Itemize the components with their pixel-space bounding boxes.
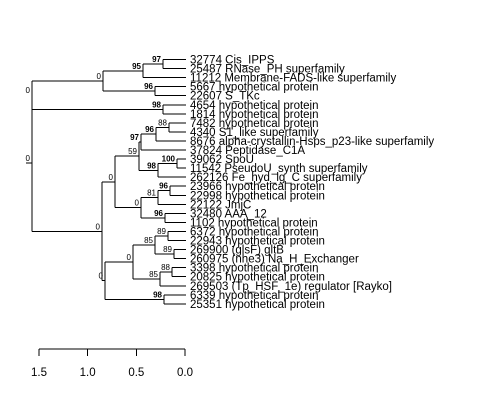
bootstrap-label: 96 [154, 209, 163, 218]
tree-branches [26, 59, 186, 305]
leaf-label: 37824 Peptidase_C1A [190, 145, 305, 157]
bootstrap-label: 0 [109, 173, 114, 182]
leaf-label: 11212 Membrane-FADS-like superfamily [190, 73, 396, 85]
leaf-label: 5667 hypothetical protein [190, 82, 319, 94]
bootstrap-label: 0 [97, 72, 102, 81]
bootstrap-label: 89 [163, 245, 172, 254]
bootstrap-label: 97 [130, 133, 139, 142]
leaf-label: 32480 AAA_12 [190, 208, 267, 220]
bootstrap-label: 96 [145, 125, 154, 134]
bootstrap-label: 0 [135, 199, 140, 208]
bootstrap-label: 0 [26, 154, 31, 163]
bootstrap-label: 98 [152, 100, 161, 109]
bootstrap-label: 98 [153, 290, 162, 299]
leaf-label: 6372 hypothetical protein [190, 226, 319, 238]
leaf-label: 6339 hypothetical protein [190, 290, 319, 302]
bootstrap-label: 88 [158, 118, 167, 127]
bootstrap-label: 95 [132, 62, 141, 71]
bootstrap-label: 88 [161, 263, 170, 272]
leaf-label: 22998 hypothetical protein [190, 190, 325, 202]
bootstrap-label: 81 [147, 189, 156, 198]
leaf-label: 4340 S1_like superfamily [190, 127, 319, 139]
leaf-label: 25351 hypothetical protein [190, 299, 325, 311]
bootstrap-label: 0 [96, 222, 101, 231]
leaf-label: 39062 SpoU [190, 154, 254, 166]
bootstrap-label: 98 [147, 161, 156, 170]
bootstrap-label: 96 [159, 182, 168, 191]
distance-scale-axis: 1.5 1.0 0.5 0.0 [31, 348, 193, 379]
bootstrap-label: 85 [149, 270, 158, 279]
axis-tick-label: 0.5 [128, 367, 144, 379]
leaf-label: 23966 hypothetical protein [190, 181, 325, 193]
leaf-label: 260975 (nhe3) Na_H_Exchanger [190, 254, 359, 266]
leaf-label: 11542 PseudoU_synth superfamily [190, 163, 368, 175]
bootstrap-label: 0 [127, 253, 132, 262]
axis-tick-label: 0.0 [177, 367, 193, 379]
bootstrap-label: 97 [152, 55, 161, 64]
bootstrap-label: 89 [157, 227, 166, 236]
leaf-label: 20825 hypothetical protein [190, 272, 325, 284]
leaf-label: 262126 Fe_hyd_lg_C superfamily [190, 172, 362, 184]
leaf-label: 22607 S_TKc [190, 91, 260, 103]
leaf-label: 7482 hypothetical protein [190, 118, 319, 130]
leaf-label: 269900 (glsF) gltB [190, 245, 284, 257]
leaf-label: 22943 hypothetical protein [190, 236, 325, 248]
leaf-label: 32774 Cis_IPPS [190, 55, 275, 67]
leaf-label: 4654 hypothetical protein [190, 100, 319, 112]
bootstrap-label: 0 [99, 272, 104, 281]
leaf-label: 22122 JmjC [190, 199, 251, 211]
bootstrap-label: 0 [26, 86, 31, 95]
leaf-label: 3398 hypothetical protein [190, 263, 319, 275]
leaf-label: 8676 alpha-crystallin-Hsps_p23-like supe… [190, 136, 434, 148]
leaf-label: 1814 hypothetical protein [190, 109, 319, 121]
bootstrap-label: 96 [144, 82, 153, 91]
bootstrap-label: 100 [162, 155, 176, 164]
leaf-label: 25487 RNase_PH superfamily [190, 64, 345, 76]
bootstrap-values: 9795960980889697100985996819600898985888… [26, 55, 176, 299]
bootstrap-label: 85 [144, 236, 153, 245]
leaf-label: 269503 (Tp_HSF_1e) regulator [Rayko] [190, 281, 392, 293]
bootstrap-label: 59 [128, 147, 137, 156]
leaf-label: 1102 hypothetical protein [190, 217, 318, 229]
axis-tick-label: 1.5 [31, 367, 47, 379]
axis-tick-label: 1.0 [80, 367, 96, 379]
